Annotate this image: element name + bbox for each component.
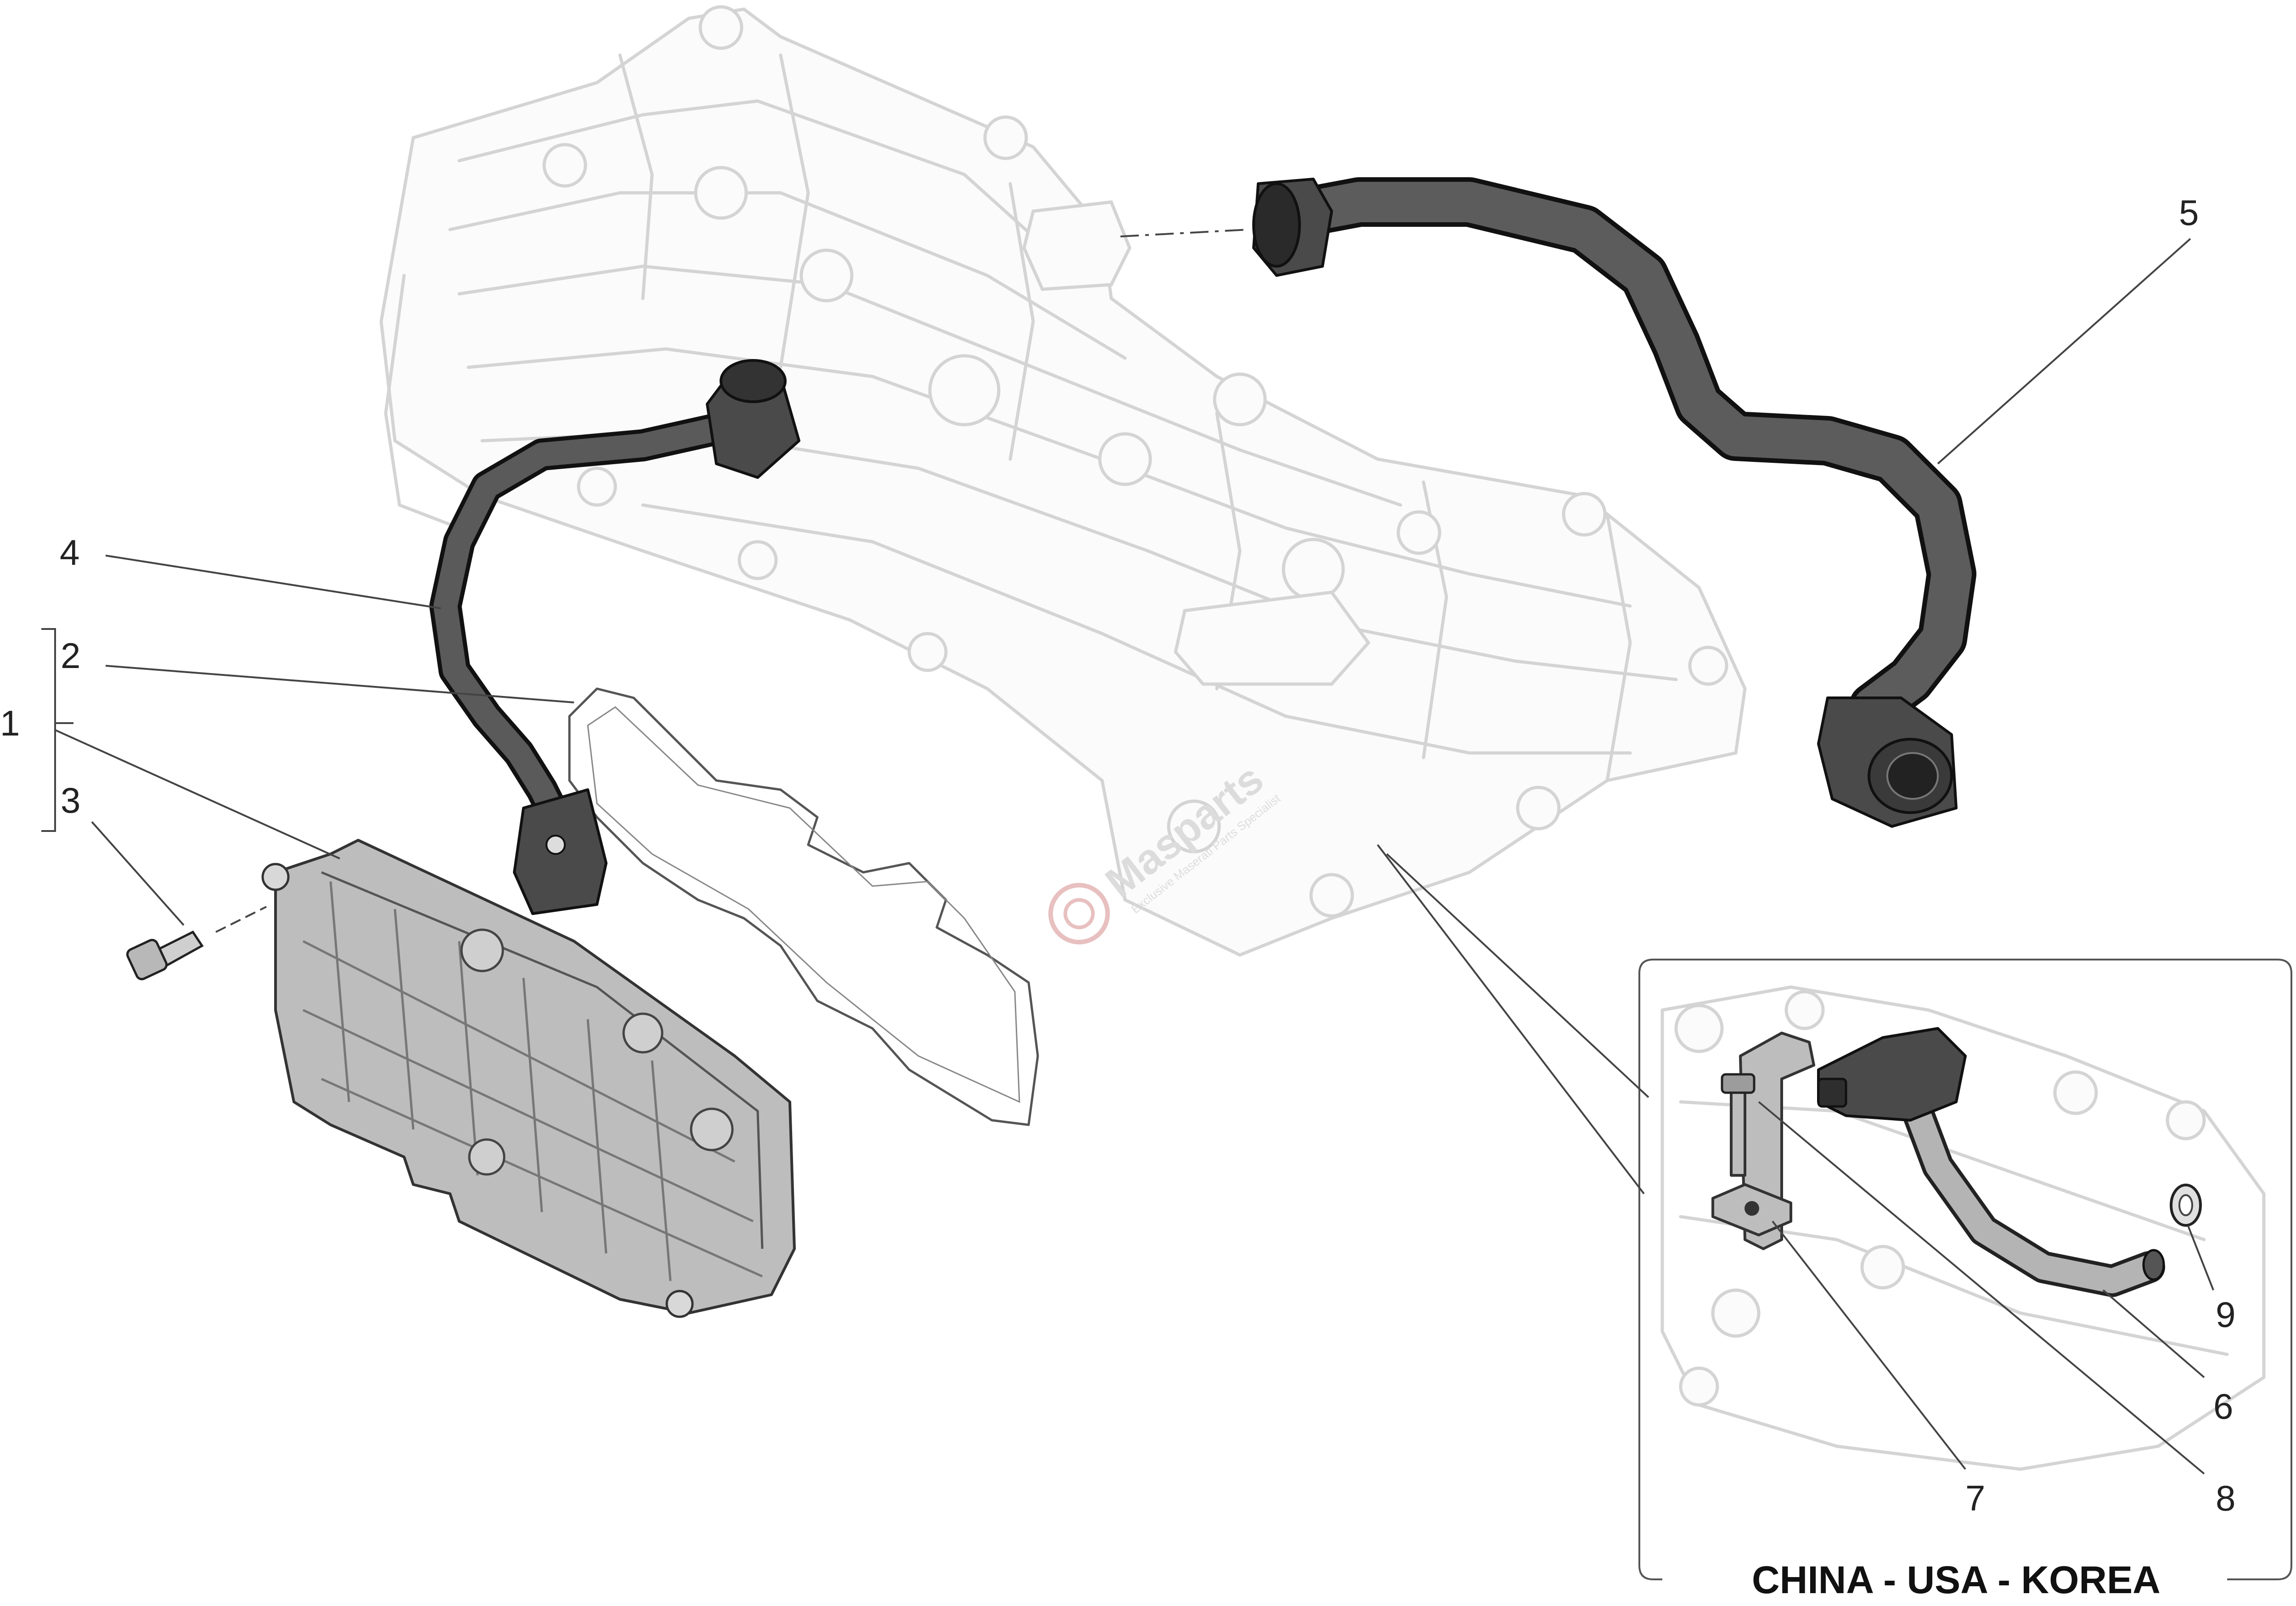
inset-detail [1638, 959, 2292, 1580]
screw [126, 930, 204, 981]
cam-cover-gasket [568, 687, 1039, 1126]
callout-5: 5 [2179, 192, 2199, 233]
cam-cover-plate [261, 839, 796, 1318]
plate-ribs [302, 881, 763, 1281]
leader-lines [41, 238, 2214, 1475]
blowby-pipe-right [1252, 177, 1976, 828]
gasket-inner-edge [587, 706, 1020, 1103]
plate-boss [690, 1107, 734, 1151]
callouts: 1 2 3 4 5 6 7 8 9 [0, 192, 2235, 1518]
callout-3: 3 [61, 780, 80, 820]
vent-pipe [1898, 1080, 2161, 1293]
engine-background [379, 5, 1747, 957]
plate-boss [622, 1012, 664, 1054]
plate-mount-hole [665, 1290, 694, 1318]
plate-boss [460, 928, 504, 972]
plate-boss [468, 1138, 506, 1176]
callout-6: 6 [2213, 1386, 2233, 1426]
screw-axis-line [215, 906, 267, 933]
bracket-bolt [1730, 1087, 1746, 1177]
callout-7: 7 [1965, 1478, 1985, 1518]
region-label: CHINA - USA - KOREA [1752, 1558, 2161, 1601]
watermark-logo-icon [1048, 883, 1110, 944]
callout-8: 8 [2216, 1478, 2235, 1518]
callout-2: 2 [61, 635, 80, 676]
group-bracket [41, 628, 56, 832]
callout-9: 9 [2216, 1294, 2235, 1335]
hose-axis-line [1120, 229, 1249, 237]
callout-4: 4 [60, 532, 79, 573]
callout-1: 1 [0, 703, 20, 743]
bolt-bosses [542, 5, 1728, 918]
blowby-pipe-left [429, 359, 800, 915]
inset-frame [1638, 959, 2292, 1580]
plate-mount-hole [261, 863, 290, 891]
